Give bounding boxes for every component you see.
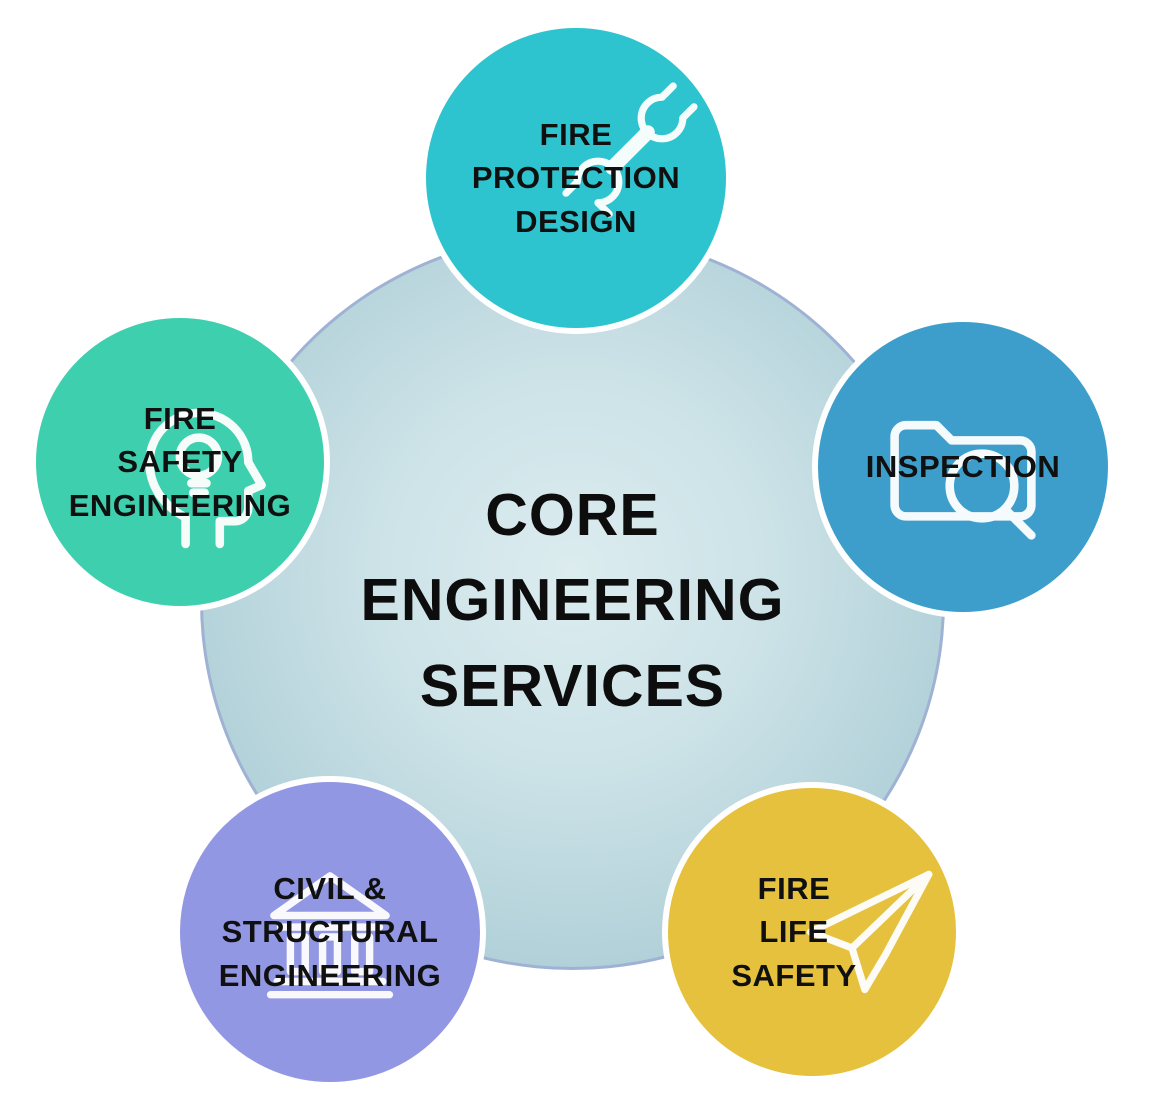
node-fire-life-safety: FIRE LIFE SAFETY	[662, 782, 962, 1082]
bank-building-icon	[266, 872, 394, 999]
center-title: CORE ENGINEERING SERVICES	[360, 481, 785, 719]
node-inspection: INSPECTION	[812, 316, 1114, 618]
wrench-icon	[562, 82, 698, 218]
node-label: INSPECTION	[865, 449, 1061, 485]
node-label: CIVIL & STRUCTURAL ENGINEERING	[218, 870, 442, 993]
folder-search-icon	[890, 420, 1036, 540]
node-fire-protection-design: FIRE PROTECTION DESIGN	[420, 22, 732, 334]
node-civil-structural-engineering: CIVIL & STRUCTURAL ENGINEERING	[174, 776, 486, 1088]
paper-plane-icon	[806, 870, 933, 994]
node-label: FIRE LIFE SAFETY	[731, 870, 857, 993]
node-label: FIRE SAFETY ENGINEERING	[68, 400, 292, 523]
head-lightbulb-icon	[145, 408, 267, 549]
node-fire-safety-engineering: FIRE SAFETY ENGINEERING	[30, 312, 330, 612]
node-label: FIRE PROTECTION DESIGN	[471, 116, 681, 239]
